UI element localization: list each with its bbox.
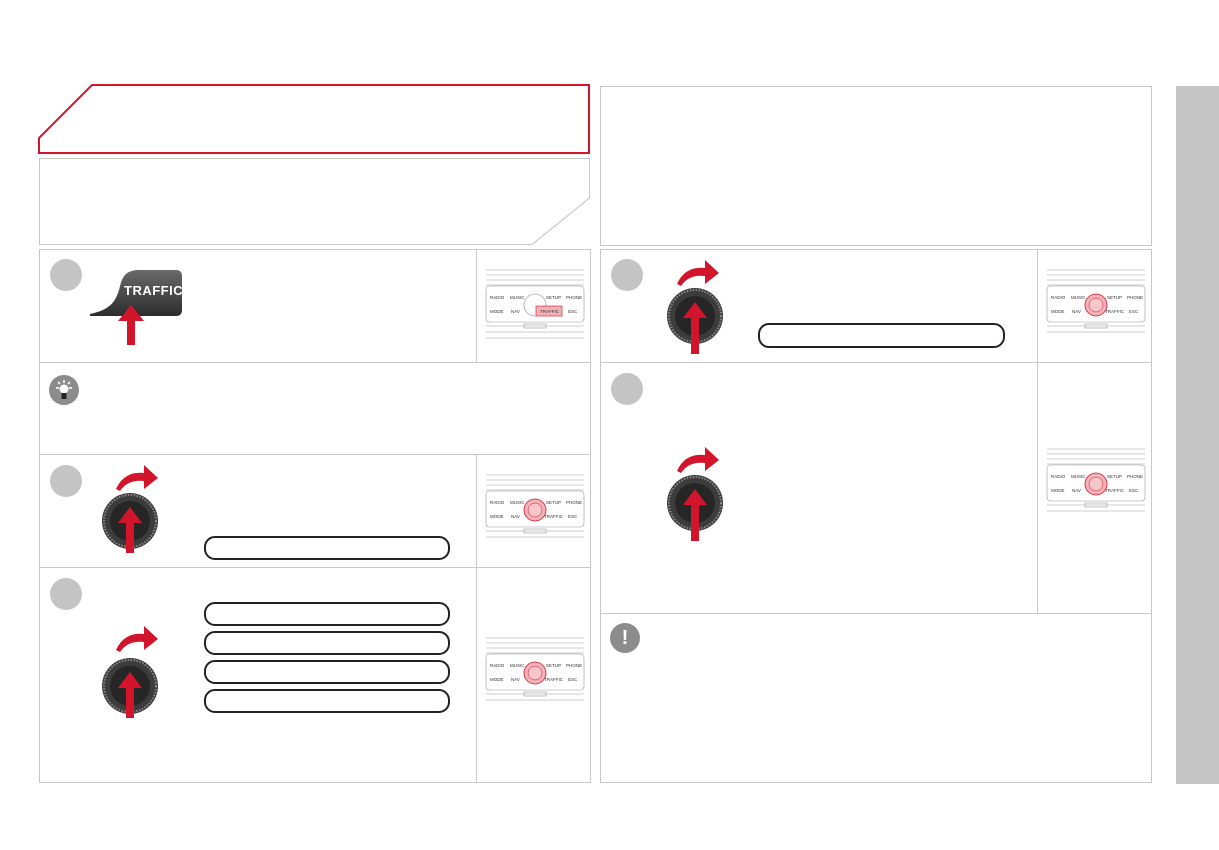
control-panel-illustration: RADIO MUSIC SETUP PHONE MODE NAV TRAFFIC ESC [485,269,585,339]
svg-text:MODE: MODE [1051,488,1065,493]
warning-icon: ! [610,623,640,653]
svg-text:SETUP: SETUP [1107,474,1122,479]
svg-text:ESC: ESC [1129,488,1139,493]
svg-text:MODE: MODE [490,309,504,314]
svg-text:RADIO: RADIO [490,500,505,505]
svg-text:MUSIC: MUSIC [1071,474,1086,479]
menu-option-field [204,631,450,655]
step-4-badge [611,259,643,291]
intro-box [39,158,590,245]
svg-text:SETUP: SETUP [546,663,561,668]
step-2-panel: RADIO MUSIC SETUP PHONE MODE NAV TRAFFIC ESC [39,454,591,568]
svg-text:PHONE: PHONE [1127,295,1143,300]
control-panel-illustration: RADIO MUSIC SETUP PHONE MODE NAV TRAFFIC ESC [485,474,585,538]
intro-box-right [600,86,1152,246]
svg-text:SETUP: SETUP [546,500,561,505]
control-knob[interactable] [667,288,723,354]
svg-text:ESC: ESC [568,309,578,314]
control-knob[interactable] [102,493,158,553]
svg-text:NAV: NAV [511,514,520,519]
svg-text:NAV: NAV [511,677,520,682]
step-2-badge [50,465,82,497]
rotate-arrow-icon [116,626,158,652]
traffic-button-label: TRAFFIC [124,283,184,298]
svg-text:MUSIC: MUSIC [510,500,525,505]
step-3-badge [50,578,82,610]
control-panel-illustration: RADIO MUSIC SETUP PHONE MODE NAV TRAFFIC ESC [1046,448,1146,512]
control-panel-illustration: RADIO MUSIC SETUP PHONE MODE NAV TRAFFIC ESC [1046,269,1146,333]
svg-text:MUSIC: MUSIC [510,663,525,668]
svg-text:NAV: NAV [511,309,520,314]
svg-text:MUSIC: MUSIC [510,295,525,300]
svg-text:RADIO: RADIO [1051,295,1066,300]
rotate-arrow-icon [677,260,719,286]
title-banner [38,84,590,154]
rotate-arrow-icon [677,447,719,473]
step-5-badge [611,373,643,405]
menu-option-field [204,689,450,713]
control-knob[interactable] [667,475,723,541]
svg-text:PHONE: PHONE [1127,474,1143,479]
svg-text:TRAFFIC: TRAFFIC [544,514,564,519]
svg-text:TRAFFIC: TRAFFIC [1105,488,1125,493]
svg-text:TRAFFIC: TRAFFIC [1105,309,1125,314]
svg-text:PHONE: PHONE [566,500,582,505]
press-arrow-icon [118,305,144,345]
svg-text:SETUP: SETUP [546,295,561,300]
menu-option-field [204,536,450,560]
svg-text:MODE: MODE [490,677,504,682]
svg-text:RADIO: RADIO [1051,474,1066,479]
svg-text:MODE: MODE [1051,309,1065,314]
svg-text:ESC: ESC [1129,309,1139,314]
step-1-badge [50,259,82,291]
lightbulb-icon [49,375,79,405]
svg-text:ESC: ESC [568,677,578,682]
svg-text:SETUP: SETUP [1107,295,1122,300]
menu-option-field [204,660,450,684]
control-panel-illustration: RADIO MUSIC SETUP PHONE MODE NAV TRAFFIC ESC [485,637,585,701]
step-5-panel: RADIO MUSIC SETUP PHONE MODE NAV TRAFFIC ESC [600,362,1152,614]
step-4-panel: RADIO MUSIC SETUP PHONE MODE NAV TRAFFIC ESC [600,249,1152,363]
svg-text:MUSIC: MUSIC [1071,295,1086,300]
rotate-arrow-icon [116,465,158,491]
svg-text:RADIO: RADIO [490,663,505,668]
menu-option-field [758,323,1005,348]
svg-text:TRAFFIC: TRAFFIC [540,309,560,314]
step-3-panel: RADIO MUSIC SETUP PHONE MODE NAV TRAFFIC ESC [39,567,591,783]
tip-panel [39,362,591,455]
svg-text:MODE: MODE [490,514,504,519]
svg-text:RADIO: RADIO [490,295,505,300]
svg-text:PHONE: PHONE [566,663,582,668]
warning-panel: ! [600,613,1152,783]
svg-text:NAV: NAV [1072,488,1081,493]
section-tab [1176,86,1219,784]
menu-option-field [204,602,450,626]
step-1-panel: TRAFFIC RADIO MUSIC SETUP PHONE MODE NAV TRAF… [39,249,591,363]
control-knob[interactable] [102,658,158,718]
svg-text:ESC: ESC [568,514,578,519]
svg-text:PHONE: PHONE [566,295,582,300]
traffic-button[interactable]: TRAFFIC [90,270,184,316]
svg-text:NAV: NAV [1072,309,1081,314]
svg-text:TRAFFIC: TRAFFIC [544,677,564,682]
